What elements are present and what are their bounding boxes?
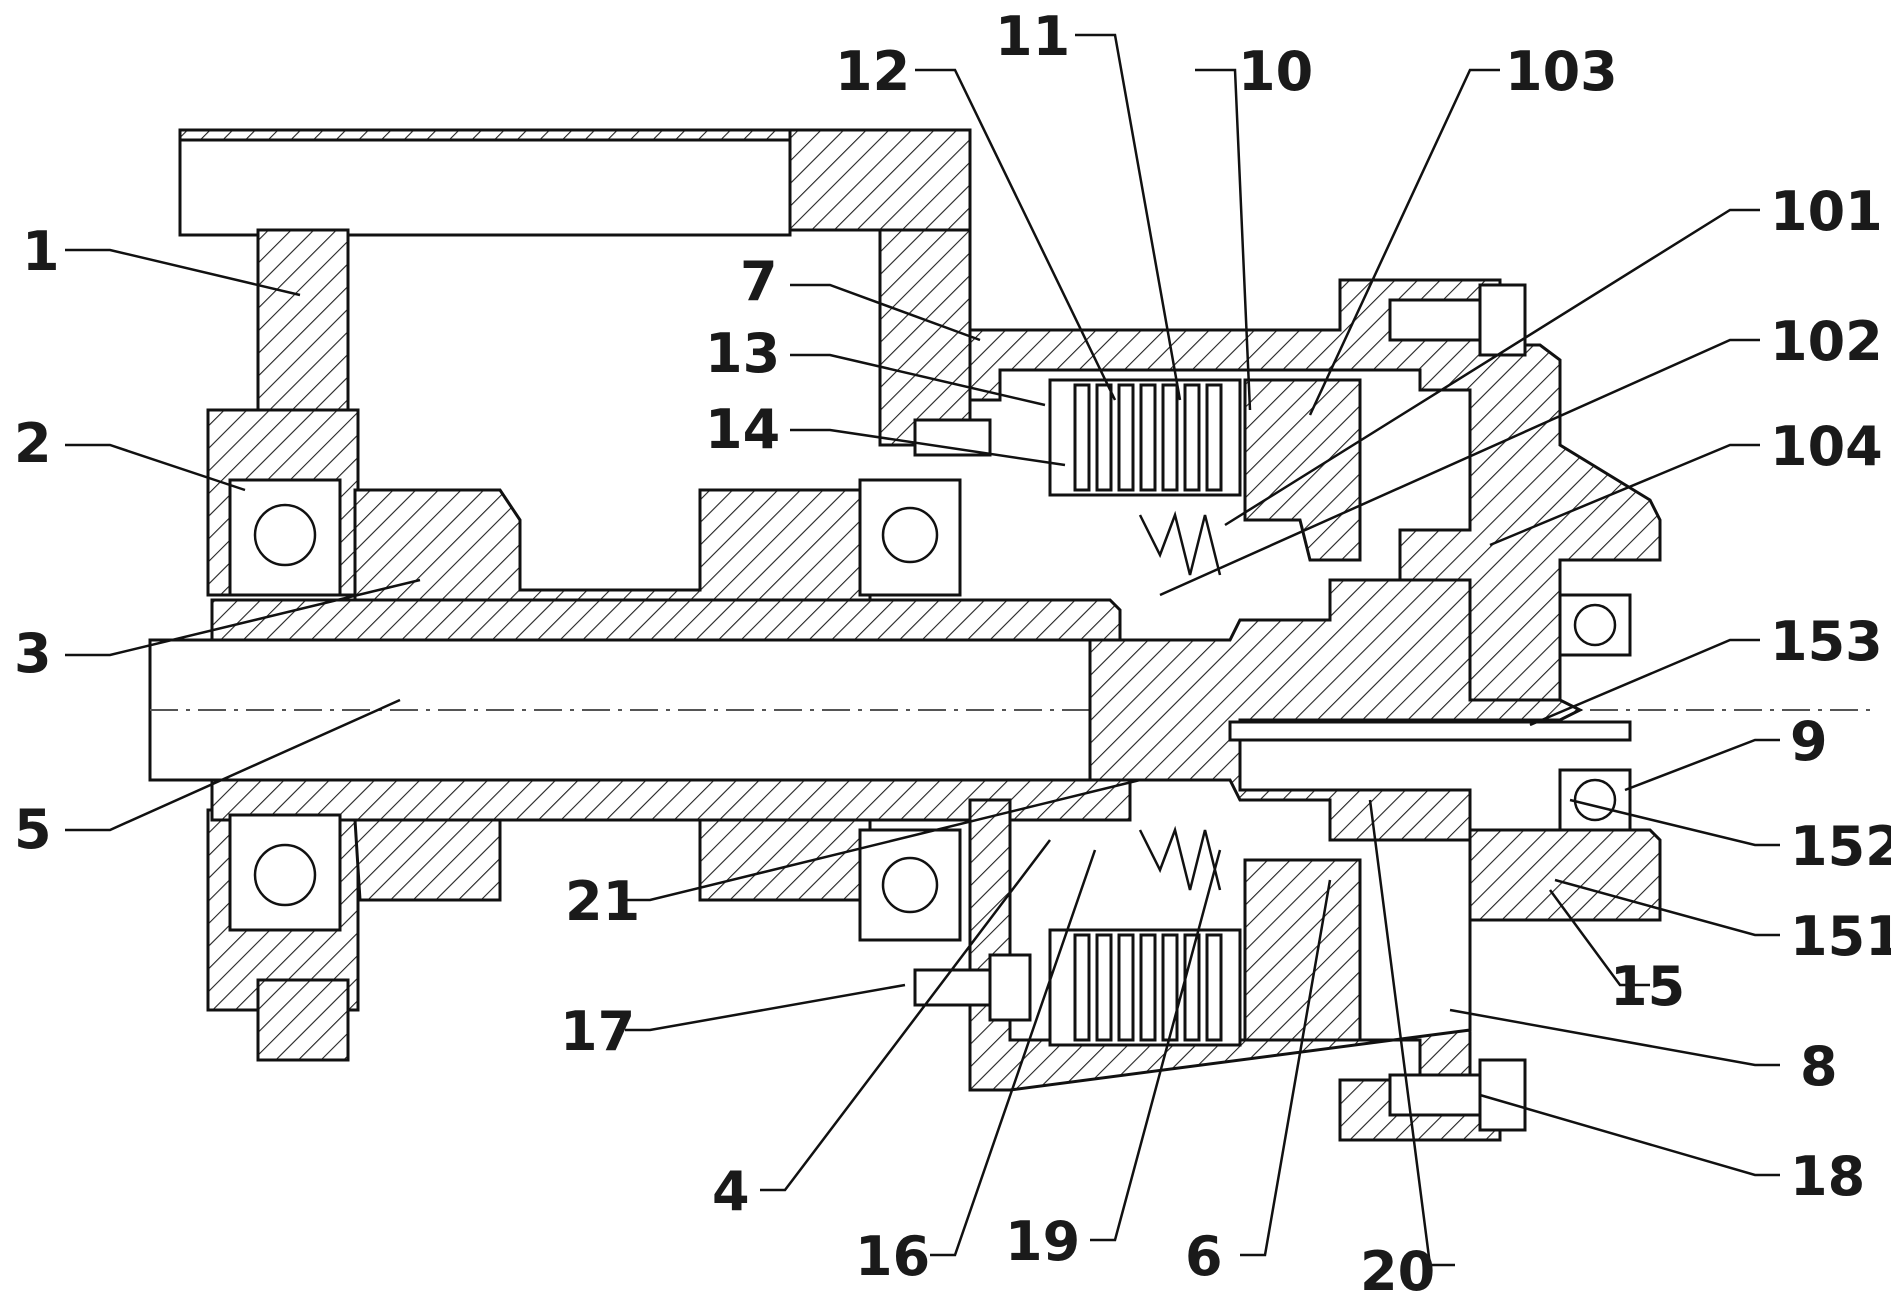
label-11: 11 bbox=[995, 5, 1070, 68]
output-shaft-part-6 bbox=[1088, 578, 1632, 842]
label-18: 18 bbox=[1790, 1145, 1865, 1208]
bearing-part-2 bbox=[228, 478, 342, 932]
part-labels: 1 2 3 5 7 13 14 12 11 10 103 101 102 104… bbox=[14, 5, 1891, 1300]
label-5: 5 bbox=[14, 798, 52, 861]
label-1: 1 bbox=[22, 220, 60, 283]
hollow-shaft-part-3 bbox=[210, 488, 1132, 902]
input-shaft-part-5 bbox=[148, 638, 1870, 782]
friction-disc-pack-bottom bbox=[1048, 928, 1242, 1047]
label-153: 153 bbox=[1770, 610, 1883, 673]
label-21: 21 bbox=[565, 870, 640, 933]
leader-lines bbox=[65, 33, 1780, 1267]
label-103: 103 bbox=[1505, 40, 1618, 103]
label-13: 13 bbox=[705, 322, 780, 385]
bolt-part-17 bbox=[913, 418, 1032, 1022]
return-spring-top bbox=[1138, 510, 1222, 891]
label-3: 3 bbox=[14, 622, 52, 685]
friction-disc-pack-top bbox=[1048, 378, 1242, 497]
label-8: 8 bbox=[1800, 1035, 1838, 1098]
label-10: 10 bbox=[1238, 40, 1313, 103]
label-16: 16 bbox=[855, 1225, 930, 1288]
label-6: 6 bbox=[1185, 1225, 1223, 1288]
piston-part-10 bbox=[1243, 378, 1362, 1042]
label-12: 12 bbox=[835, 40, 910, 103]
label-151: 151 bbox=[1790, 905, 1891, 968]
label-19: 19 bbox=[1005, 1210, 1080, 1273]
label-4: 4 bbox=[712, 1160, 750, 1223]
label-2: 2 bbox=[14, 412, 52, 475]
label-102: 102 bbox=[1770, 310, 1883, 373]
label-152: 152 bbox=[1790, 815, 1891, 878]
label-7: 7 bbox=[740, 250, 778, 313]
label-17: 17 bbox=[560, 1000, 635, 1063]
bearing-mid bbox=[858, 478, 962, 942]
label-15: 15 bbox=[1610, 955, 1685, 1018]
label-14: 14 bbox=[705, 398, 780, 461]
label-9: 9 bbox=[1790, 710, 1828, 773]
label-101: 101 bbox=[1770, 180, 1883, 243]
label-20: 20 bbox=[1360, 1240, 1435, 1300]
label-104: 104 bbox=[1770, 415, 1883, 478]
